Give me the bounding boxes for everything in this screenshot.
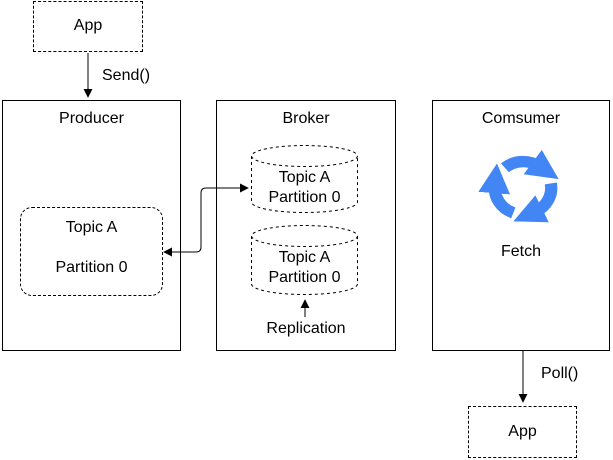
broker-partition-2-label: Topic A Partition 0 [251,248,358,288]
broker-partition-2-topic: Topic A [278,249,331,266]
replication-label: Replication [266,320,346,337]
poll-label: Poll() [541,365,579,382]
broker-partition-2-name: Partition 0 [268,269,341,286]
broker-title: Broker [282,110,330,127]
app-sink-box: App [468,406,577,458]
broker-box: Broker [216,100,396,351]
broker-partition-1-label: Topic A Partition 0 [251,168,358,208]
producer-topic-name: Topic A [65,219,118,236]
producer-topic-partition-box: Topic A Partition 0 [20,207,163,296]
app-source-box: App [33,1,143,52]
send-label: Send() [102,67,151,84]
app-source-label: App [73,17,103,34]
consumer-box: Comsumer [432,100,610,351]
producer-title: Producer [59,110,124,127]
broker-partition-1-name: Partition 0 [268,189,341,206]
broker-partition-1-topic: Topic A [278,169,331,186]
consumer-title: Comsumer [481,110,561,127]
app-sink-label: App [508,423,537,440]
producer-partition-name: Partition 0 [55,259,128,276]
fetch-label: Fetch [500,243,541,260]
